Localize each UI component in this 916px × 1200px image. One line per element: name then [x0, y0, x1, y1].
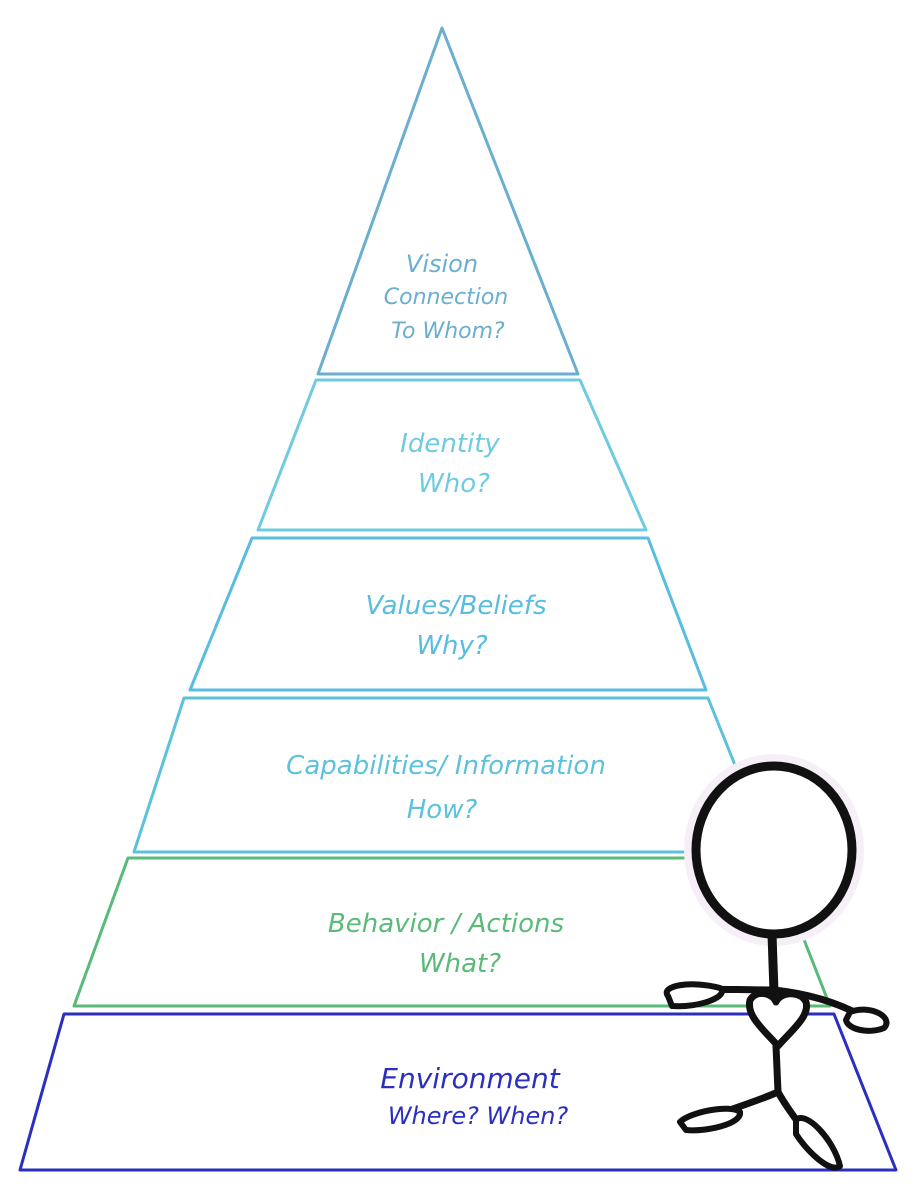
level-values-outline [188, 536, 708, 692]
level-identity-outline [256, 378, 648, 532]
connection-label: Connection [384, 285, 508, 310]
values-beliefs-label: Values/Beliefs [365, 591, 546, 621]
stick-figure-icon [663, 754, 890, 1171]
who-question: Who? [418, 469, 490, 499]
capabilities-information-label: Capabilities/ Information [286, 751, 606, 781]
level-environment-outline [18, 1012, 898, 1172]
level-vision-outline [316, 26, 580, 376]
identity-label: Identity [400, 429, 500, 459]
figure-head [691, 761, 857, 939]
vision-label: Vision [406, 250, 478, 278]
to-whom-question: To Whom? [391, 319, 505, 344]
level-behavior-outline [72, 856, 832, 1008]
where-when-question: Where? When? [388, 1102, 569, 1130]
environment-label: Environment [380, 1062, 560, 1095]
what-question: What? [419, 949, 501, 979]
behavior-actions-label: Behavior / Actions [328, 909, 564, 939]
why-question: Why? [416, 631, 488, 661]
how-question: How? [407, 795, 478, 825]
